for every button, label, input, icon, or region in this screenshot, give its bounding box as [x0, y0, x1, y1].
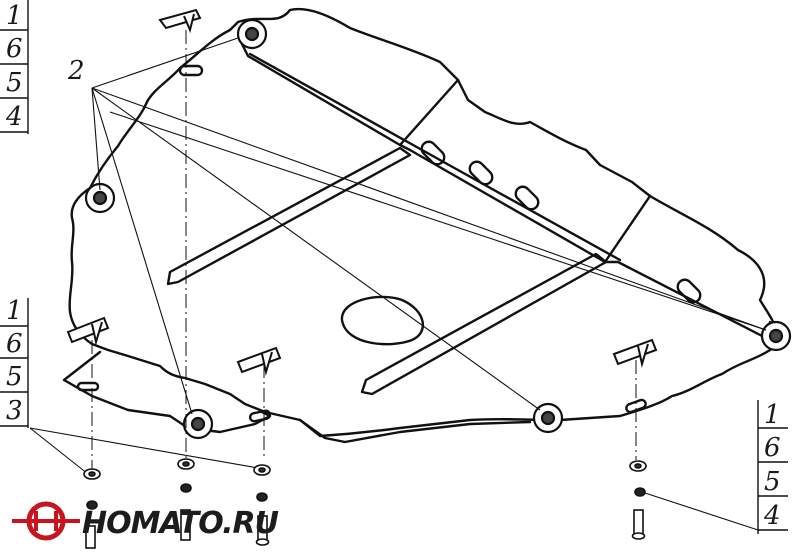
- lock-washer: [256, 492, 268, 502]
- callout-table-top-left: [0, 0, 29, 134]
- vent-slot: [514, 185, 540, 211]
- upper-ridge: [238, 38, 772, 340]
- logo-text: HOMATO.RU: [82, 506, 279, 541]
- grommet: [236, 18, 268, 50]
- callout-table-bottom-right: [757, 400, 788, 534]
- lock-washer: [180, 483, 192, 493]
- callout-bottom-right-5: 5: [764, 467, 781, 497]
- mount-slot: [76, 381, 100, 392]
- skid-plate-outline: [68, 7, 779, 438]
- washer: [629, 460, 647, 472]
- vent-slot: [420, 140, 446, 166]
- leader-line: [91, 37, 239, 89]
- callout-bottom-right-4: 4: [764, 501, 781, 531]
- leader-line: [641, 491, 759, 531]
- bolt: [180, 509, 191, 541]
- vent-slot: [676, 278, 702, 304]
- leader-line: [91, 87, 193, 415]
- side-ridge: [248, 52, 622, 262]
- bolt: [255, 515, 270, 546]
- bolt: [631, 509, 646, 540]
- mount-slot: [625, 398, 647, 414]
- callout-middle-left-5: 5: [6, 362, 23, 392]
- mount-slot: [178, 64, 204, 77]
- leader-line: [91, 87, 101, 191]
- callout-top-left-5: 5: [6, 68, 23, 98]
- callout-table-middle-left: [0, 298, 29, 428]
- callout-bottom-right-6: 6: [764, 433, 781, 463]
- left-stiffener-rib: [166, 146, 412, 286]
- leader-line: [91, 87, 767, 331]
- bottom-edge: [298, 418, 532, 444]
- vent-slot: [468, 160, 494, 186]
- bolt: [85, 525, 96, 549]
- access-hole: [340, 295, 425, 346]
- washer: [253, 464, 271, 476]
- leader-line: [29, 427, 259, 469]
- washer: [177, 458, 195, 470]
- callout-top-left-4: 4: [6, 102, 23, 132]
- bracket-clip: [236, 346, 282, 376]
- callout-middle-left-1: 1: [6, 296, 23, 326]
- callout-middle-left-3: 3: [6, 396, 23, 426]
- leader-line: [29, 427, 89, 475]
- grommet: [182, 408, 214, 440]
- callout-plate-2: 2: [68, 56, 85, 86]
- lock-washer: [634, 487, 646, 497]
- mount-slot: [248, 409, 272, 423]
- grommet: [532, 402, 564, 434]
- callout-top-left-1: 1: [6, 1, 23, 31]
- lock-washer: [86, 500, 98, 510]
- leader-line: [109, 111, 767, 331]
- callout-top-left-6: 6: [6, 34, 23, 64]
- right-stiffener-rib: [360, 252, 608, 396]
- grommet: [84, 182, 116, 214]
- washer: [83, 468, 101, 480]
- callout-middle-left-6: 6: [6, 329, 23, 359]
- callout-bottom-right-1: 1: [764, 400, 781, 430]
- leader-line: [91, 87, 541, 411]
- bracket-clip: [612, 338, 658, 368]
- bracket-clip: [66, 316, 110, 346]
- homato-logo-emblem: [12, 501, 80, 541]
- grommet: [760, 320, 792, 352]
- bracket-clip: [158, 8, 202, 34]
